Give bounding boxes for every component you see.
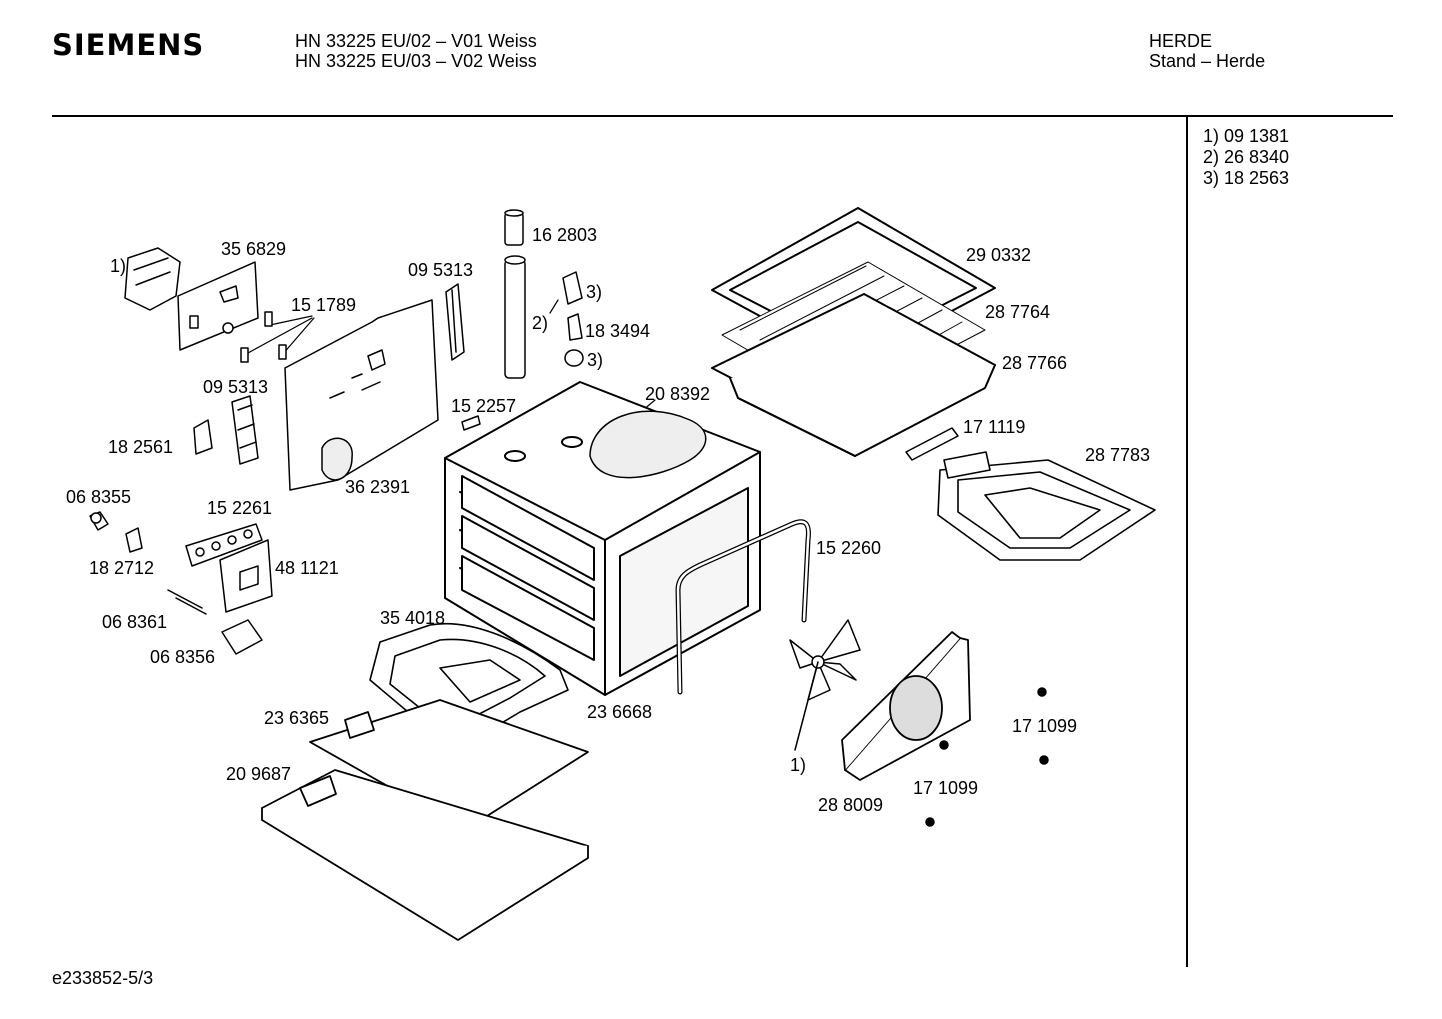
- small-bracket: [461, 415, 481, 431]
- brand-logo: SIEMENS: [52, 28, 205, 62]
- lamp-socket: [562, 271, 584, 367]
- part-label: 06 8356: [150, 647, 216, 667]
- part-label: 20 8392: [645, 384, 711, 404]
- part-label: 1): [790, 755, 807, 775]
- sidebar-divider: [1186, 117, 1188, 967]
- part-label: 23 6668: [587, 702, 653, 722]
- part-label: 28 8009: [818, 795, 884, 815]
- latch: [193, 419, 213, 455]
- header-divider: [52, 115, 1393, 117]
- part-label: 09 5313: [203, 377, 269, 397]
- part-label: 1): [110, 256, 127, 276]
- screw: [89, 511, 109, 531]
- grill-element: [937, 451, 1156, 561]
- clips: [240, 311, 287, 363]
- terminal-block: [185, 523, 263, 567]
- part-label: 17 1099: [1012, 716, 1078, 736]
- clip: [125, 527, 143, 553]
- mounting-plate: [219, 539, 273, 613]
- part-label: 18 3494: [585, 321, 651, 341]
- part-label: 17 1119: [963, 417, 1026, 437]
- part-label: 23 6365: [264, 708, 330, 728]
- part-label: 15 2261: [207, 498, 273, 518]
- part-label: 18 2561: [108, 437, 174, 457]
- bottom-tray: [261, 769, 589, 941]
- insulation: [589, 410, 707, 479]
- heat-shield: [309, 699, 589, 831]
- footnote-1: 1) 09 1381: [1203, 126, 1290, 146]
- part-label: 36 2391: [345, 477, 411, 497]
- part-label: 35 4018: [380, 608, 446, 628]
- part-label: 48 1121: [275, 558, 339, 578]
- screws: [925, 687, 1049, 827]
- part-label: 06 8355: [66, 487, 132, 507]
- part-label: 16 2803: [532, 225, 598, 245]
- panel-bracket: [177, 261, 259, 351]
- footnote-3: 3) 18 2563: [1203, 168, 1290, 188]
- thermostat: [221, 619, 263, 655]
- part-label: 28 7783: [1085, 445, 1151, 465]
- door-seal-inner: [676, 520, 810, 694]
- grill-bracket: [905, 427, 959, 461]
- part-label: 3): [587, 350, 604, 370]
- part-label: 29 0332: [966, 245, 1032, 265]
- part-label: 06 8361: [102, 612, 168, 632]
- hinge-left: [231, 395, 259, 465]
- part-label: 15 2257: [451, 396, 517, 416]
- bolt: [167, 589, 207, 615]
- part-label: 28 7766: [1002, 353, 1068, 373]
- lamp-cover: [504, 209, 524, 246]
- lamp-tube: [504, 255, 526, 379]
- fan-cover: [841, 631, 971, 781]
- part-label: 20 9687: [226, 764, 292, 784]
- category-title: HERDE: [1149, 31, 1213, 51]
- document-id: e233852-5/3: [52, 968, 154, 988]
- fan-wheel: [789, 619, 861, 751]
- side-panel: [284, 299, 439, 491]
- part-label: 09 5313: [408, 260, 474, 280]
- part-label: 18 2712: [89, 558, 155, 578]
- part-label: 2): [532, 313, 549, 333]
- category-subtitle: Stand – Herde: [1149, 51, 1266, 71]
- part-label: 35 6829: [221, 239, 287, 259]
- part-label: 15 1789: [291, 295, 357, 315]
- motor-bracket: [124, 247, 181, 311]
- model-line-1: HN 33225 EU/02 – V01 Weiss: [295, 31, 537, 51]
- part-label: 3): [586, 282, 603, 302]
- part-label: 15 2260: [816, 538, 882, 558]
- part-label: 17 1099: [913, 778, 979, 798]
- roasting-pan: [711, 293, 996, 457]
- hinge-right: [445, 283, 465, 361]
- part-label: 28 7764: [985, 302, 1051, 322]
- footnote-2: 2) 26 8340: [1203, 147, 1290, 167]
- model-line-2: HN 33225 EU/03 – V02 Weiss: [295, 51, 537, 71]
